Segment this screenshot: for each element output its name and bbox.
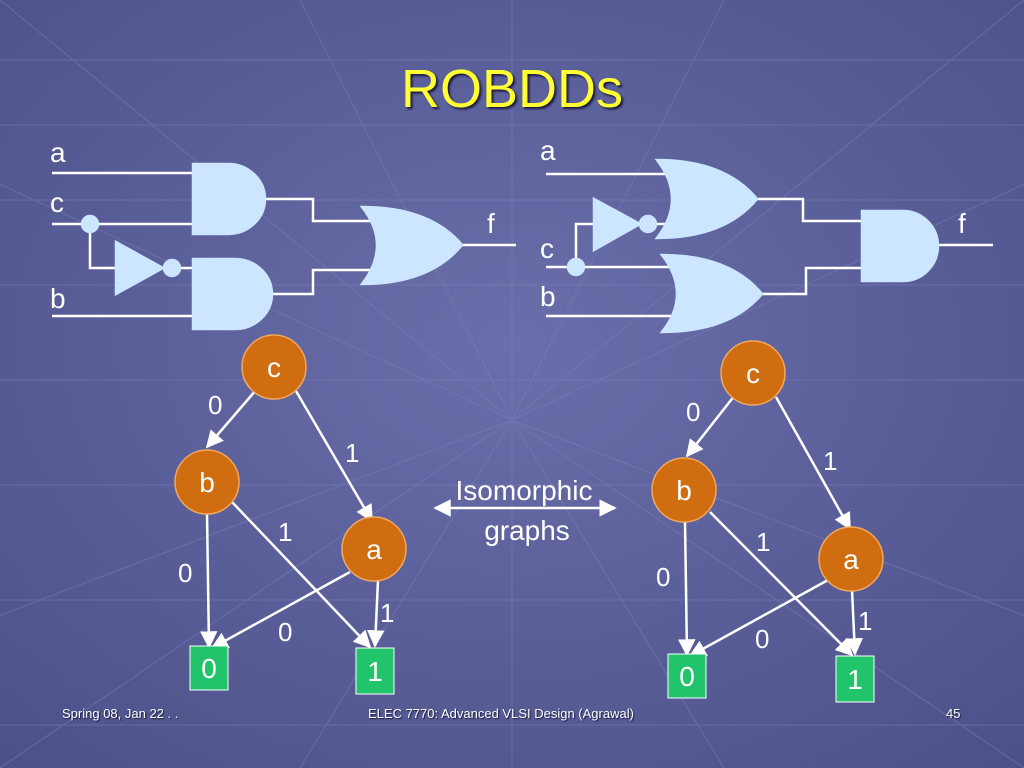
bdd-left-edge-b1 [231,501,372,649]
bdd-left-node-a-label: a [366,534,382,565]
bdd-left-node-b-label: b [199,467,215,498]
bdd-left-edge-a1 [366,579,385,648]
bdd-right-terminal-0 [667,653,707,699]
footer-date: Spring 08, Jan 22 . . [62,706,179,721]
bdd-left-edge-b0-label: 0 [178,558,192,588]
bdd-left-terminal-0-label: 0 [201,653,217,684]
slide-title: ROBDDs [400,59,623,119]
circuit-left-output-f: f [487,208,495,239]
or-gate-left [359,205,464,286]
bdd-left-terminal-1 [355,647,395,695]
bdd-right-edge-c0 [685,394,736,458]
bdd-left-edge-c1-label: 1 [345,438,359,468]
footer-page-number: 45 [946,706,961,721]
bdd-right-terminal-0-label: 0 [679,661,695,692]
or-gate-top-right [654,158,759,240]
bdd-left-edge-c0 [205,389,257,449]
circuit-right-input-c: c [540,233,554,264]
circuit-left [52,162,516,331]
inverter-left [114,239,166,297]
circuit-right-input-b: b [540,281,556,312]
bdd-right-edge-a0-label: 0 [755,624,769,654]
bdd-right-edge-b0-label: 0 [656,562,670,592]
circuit-left-input-b: b [50,283,66,314]
or-gate-bottom-right [659,253,764,334]
bdd-left-terminal-0 [189,645,229,691]
bdd-right-terminal-1 [835,655,875,703]
circuit-right [546,158,993,334]
bdd-left-edge-a0 [210,570,351,650]
bdd-right-edge-b1 [709,511,854,657]
bdd-right-edge-c1-label: 1 [823,446,837,476]
junction-dot-left [80,214,100,234]
circuit-right-input-a: a [540,135,556,166]
circuit-left-input-c: c [50,187,64,218]
bdd-left-edges [200,389,385,650]
bdd-right-edge-a1 [845,589,864,656]
bdd-left-edge-c0-label: 0 [208,390,222,420]
and-gate-bottom-left [191,257,274,331]
bdd-left-edge-b1-label: 1 [278,517,292,547]
bdd-right-terminal-1-label: 1 [847,664,863,695]
isomorphic-label-line1: Isomorphic [456,475,593,506]
bdd-right-edge-c0-label: 0 [686,397,700,427]
bdd-right-edge-b1-label: 1 [756,527,770,557]
bdd-right-node-c-label: c [746,358,760,389]
inverter-bubble-left [162,258,182,278]
footer-course: ELEC 7770: Advanced VLSI Design (Agrawal… [368,706,634,721]
bdd-right-node-c [720,340,786,406]
bdd-left-edge-b0 [200,512,218,649]
bdd-left-node-a [341,516,407,582]
circuit-right-output-f: f [958,208,966,239]
isomorphic-label-line2: graphs [484,515,570,546]
inverter-bubble-right [638,214,658,234]
bdd-left-edge-a1-label: 1 [380,598,394,628]
bdd-left-edge-a0-label: 0 [278,617,292,647]
bdd-right-node-a-label: a [843,544,859,575]
bdd-right-edge-a0 [688,578,829,658]
and-gate-top-left [191,162,267,236]
bdd-left-edge-c1 [294,390,374,523]
bdd-right-node-b [651,457,717,523]
inverter-right [592,196,643,253]
bdd-left-node-c [241,334,307,400]
and-gate-right [860,209,940,283]
bdd-right-edge-c1 [774,396,852,531]
bdd-right-edge-b0 [678,521,696,657]
bdd-left-terminal-1-label: 1 [367,656,383,687]
bdd-right-edges [678,394,864,658]
circuit-left-wires [52,171,516,318]
bdd-right-edge-a1-label: 1 [858,606,872,636]
bdd-right-node-a [818,526,884,592]
bdd-right-node-b-label: b [676,475,692,506]
junction-dot-right [566,257,586,277]
bdd-left-node-c-label: c [267,352,281,383]
circuit-left-input-a: a [50,137,66,168]
bdd-left-node-b [174,449,240,515]
